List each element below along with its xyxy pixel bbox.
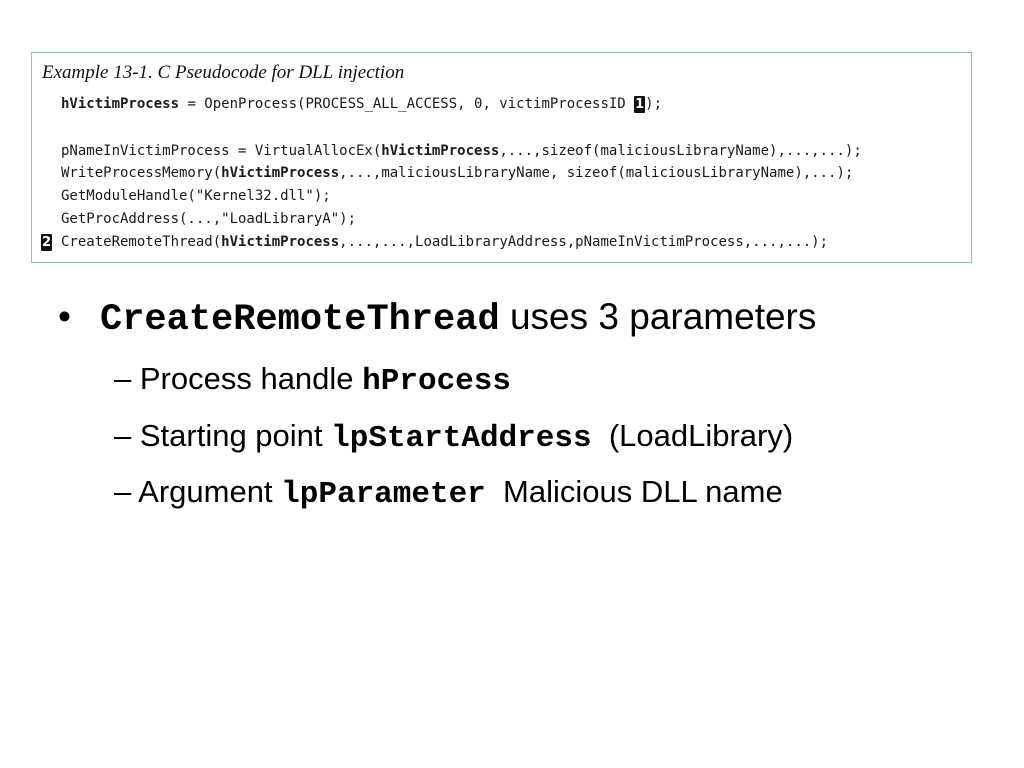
bullet-dot: •: [58, 296, 71, 337]
sub-bullet-argument: – Argument lpParameter Malicious DLL nam…: [114, 472, 783, 515]
bullet-main: • CreateRemoteThread uses 3 parameters: [58, 293, 816, 344]
code-text: WriteProcessMemory(: [61, 165, 222, 181]
code-text: pNameInVictimProcess = VirtualAllocEx(: [61, 143, 382, 159]
code-line-get-proc-address: GetProcAddress(...,"LoadLibraryA");: [61, 211, 357, 227]
sub-bullet-text: – Process handle: [114, 361, 363, 396]
sub-bullet-suffix: Malicious DLL name: [485, 474, 783, 509]
code-text: ,...,sizeof(maliciousLibraryName),...,..…: [499, 143, 862, 159]
sub-bullet-process-handle: – Process handle hProcess: [114, 359, 511, 402]
code-line-write-process-memory: WriteProcessMemory(hVictimProcess,...,ma…: [61, 164, 853, 182]
bullet-main-text: uses 3 parameters: [499, 296, 817, 337]
sub-bullet-code: lpStartAddress: [331, 421, 592, 456]
code-line-create-remote-thread: CreateRemoteThread(hVictimProcess,...,..…: [61, 233, 828, 251]
code-caption: Example 13-1. C Pseudocode for DLL injec…: [42, 62, 405, 83]
code-text: CreateRemoteThread(: [61, 234, 222, 250]
callout-marker-2: 2: [41, 234, 52, 251]
sub-bullet-text: – Argument: [114, 474, 282, 509]
code-text: = OpenProcess(PROCESS_ALL_ACCESS, 0, vic…: [179, 96, 635, 112]
sub-bullet-code: lpParameter: [281, 477, 486, 512]
sub-bullet-text: – Starting point: [114, 418, 332, 453]
callout-marker-1: 1: [634, 96, 646, 113]
bullet-main-code: CreateRemoteThread: [100, 299, 500, 341]
code-var-hvictimprocess: hVictimProcess: [61, 96, 180, 112]
code-text: ,...,...,LoadLibraryAddress,pNameInVicti…: [339, 234, 829, 250]
code-line-get-module-handle: GetModuleHandle("Kernel32.dll");: [61, 188, 331, 204]
code-line-virtual-alloc: pNameInVictimProcess = VirtualAllocEx(hV…: [61, 142, 862, 160]
sub-bullet-code: hProcess: [362, 364, 511, 399]
code-text: );: [645, 96, 663, 112]
sub-bullet-starting-point: – Starting point lpStartAddress (LoadLib…: [114, 416, 793, 459]
code-var-hvictimprocess: hVictimProcess: [221, 234, 340, 250]
code-var-hvictimprocess: hVictimProcess: [221, 165, 340, 181]
code-var-hvictimprocess: hVictimProcess: [381, 143, 500, 159]
code-text: ,...,maliciousLibraryName, sizeof(malici…: [339, 165, 854, 181]
code-line-open-process: hVictimProcess = OpenProcess(PROCESS_ALL…: [61, 95, 662, 113]
code-example-box: Example 13-1. C Pseudocode for DLL injec…: [31, 52, 972, 263]
sub-bullet-suffix: (LoadLibrary): [591, 418, 794, 453]
